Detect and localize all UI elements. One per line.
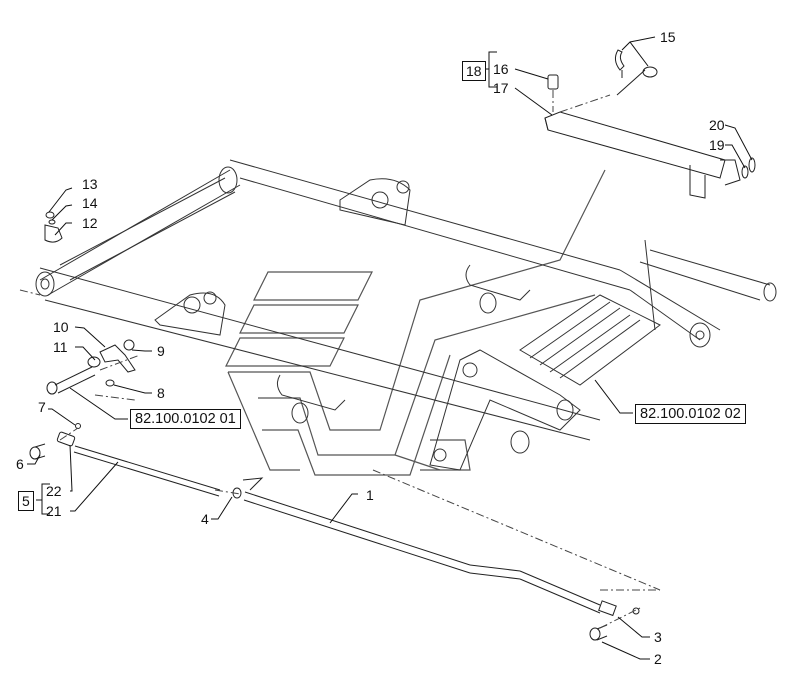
callout-6: 6: [16, 456, 24, 472]
callout-16: 16: [493, 61, 509, 77]
callout-2: 2: [654, 651, 662, 667]
callout-8: 8: [157, 385, 165, 401]
center-lines: [19, 90, 661, 629]
callout-22: 22: [46, 483, 62, 499]
callout-9: 9: [157, 343, 165, 359]
lever-arm-part: [544, 49, 756, 199]
callout-12: 12: [82, 215, 98, 231]
callout-15: 15: [660, 29, 676, 45]
callout-20: 20: [709, 117, 725, 133]
callout-19: 19: [709, 137, 725, 153]
callout-17: 17: [493, 80, 509, 96]
callout-13: 13: [82, 176, 98, 192]
reference-box-02[interactable]: 82.100.0102 02: [635, 404, 746, 424]
callout-18-assembly: 18: [462, 61, 486, 81]
callout-14: 14: [82, 195, 98, 211]
callout-21: 21: [46, 503, 62, 519]
callout-5-assembly: 5: [18, 491, 34, 511]
callout-11: 11: [53, 339, 68, 355]
leader-lines: [27, 36, 753, 660]
reference-box-01[interactable]: 82.100.0102 01: [130, 409, 241, 429]
callout-7: 7: [38, 399, 46, 415]
callout-3: 3: [654, 629, 662, 645]
callout-10: 10: [53, 319, 69, 335]
callout-4: 4: [201, 511, 209, 527]
callout-1: 1: [366, 487, 374, 503]
main-frame: [35, 159, 777, 471]
left-hardware: [29, 211, 640, 641]
